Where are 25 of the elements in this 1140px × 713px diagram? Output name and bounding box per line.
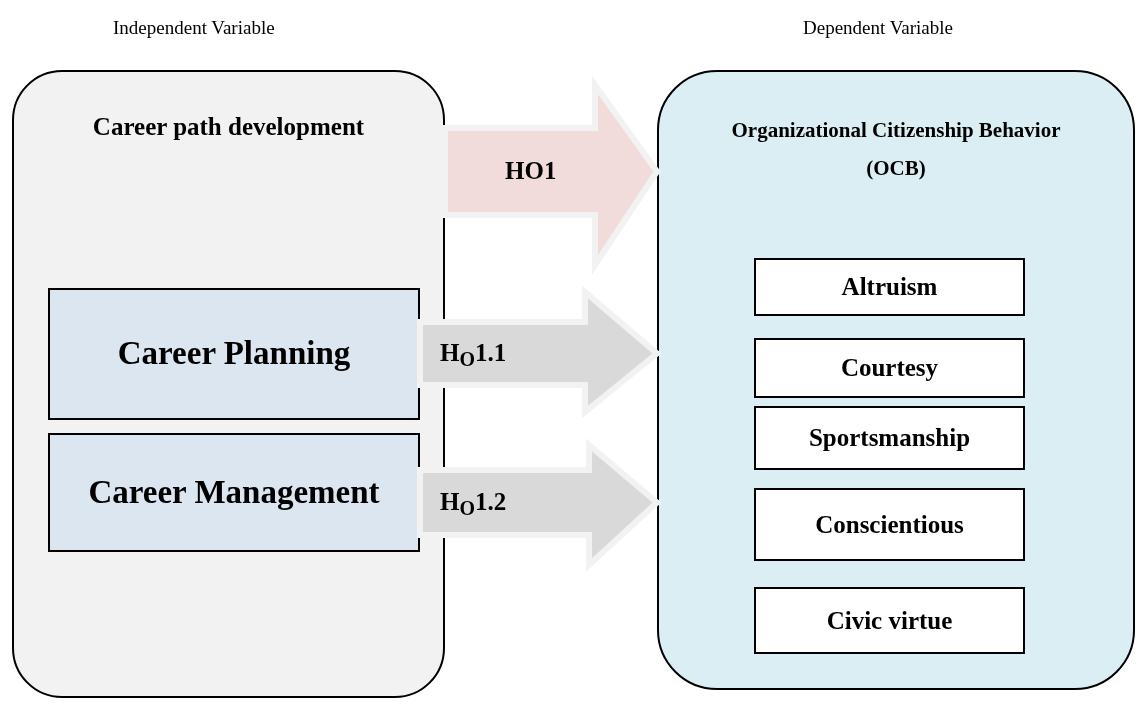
- variable-label: Career Management: [88, 472, 380, 512]
- column-heading: Dependent Variable: [803, 16, 953, 40]
- variable-label: Altruism: [841, 272, 938, 303]
- variable-label: Career Planning: [117, 334, 351, 374]
- variable-box: [48, 288, 420, 420]
- edge-label: H$_{O}$1.1: [440, 339, 507, 365]
- edge-label: HO1: [505, 157, 557, 183]
- variable-label: Courtesy: [840, 353, 939, 384]
- panel-heading: Career path development: [92, 112, 365, 142]
- variable-box: [754, 587, 1025, 654]
- group-panel: [657, 70, 1135, 690]
- edge-label: H$_{O}$1.2: [440, 488, 507, 514]
- variable-box: [754, 406, 1025, 470]
- variable-label: Conscientious: [815, 509, 964, 540]
- block-arrow: [442, 75, 661, 275]
- block-arrow: [417, 438, 662, 572]
- variable-label: Sportsmanship: [808, 423, 971, 454]
- variable-box: [754, 338, 1025, 398]
- variable-box: [754, 488, 1025, 561]
- variable-box: [48, 433, 420, 552]
- column-heading: Independent Variable: [113, 16, 275, 40]
- variable-box: [754, 258, 1025, 316]
- block-arrow: [417, 285, 662, 419]
- variable-label: Civic virtue: [826, 605, 953, 636]
- panel-heading: Organizational Citizenship Behavior (OCB): [730, 117, 1062, 182]
